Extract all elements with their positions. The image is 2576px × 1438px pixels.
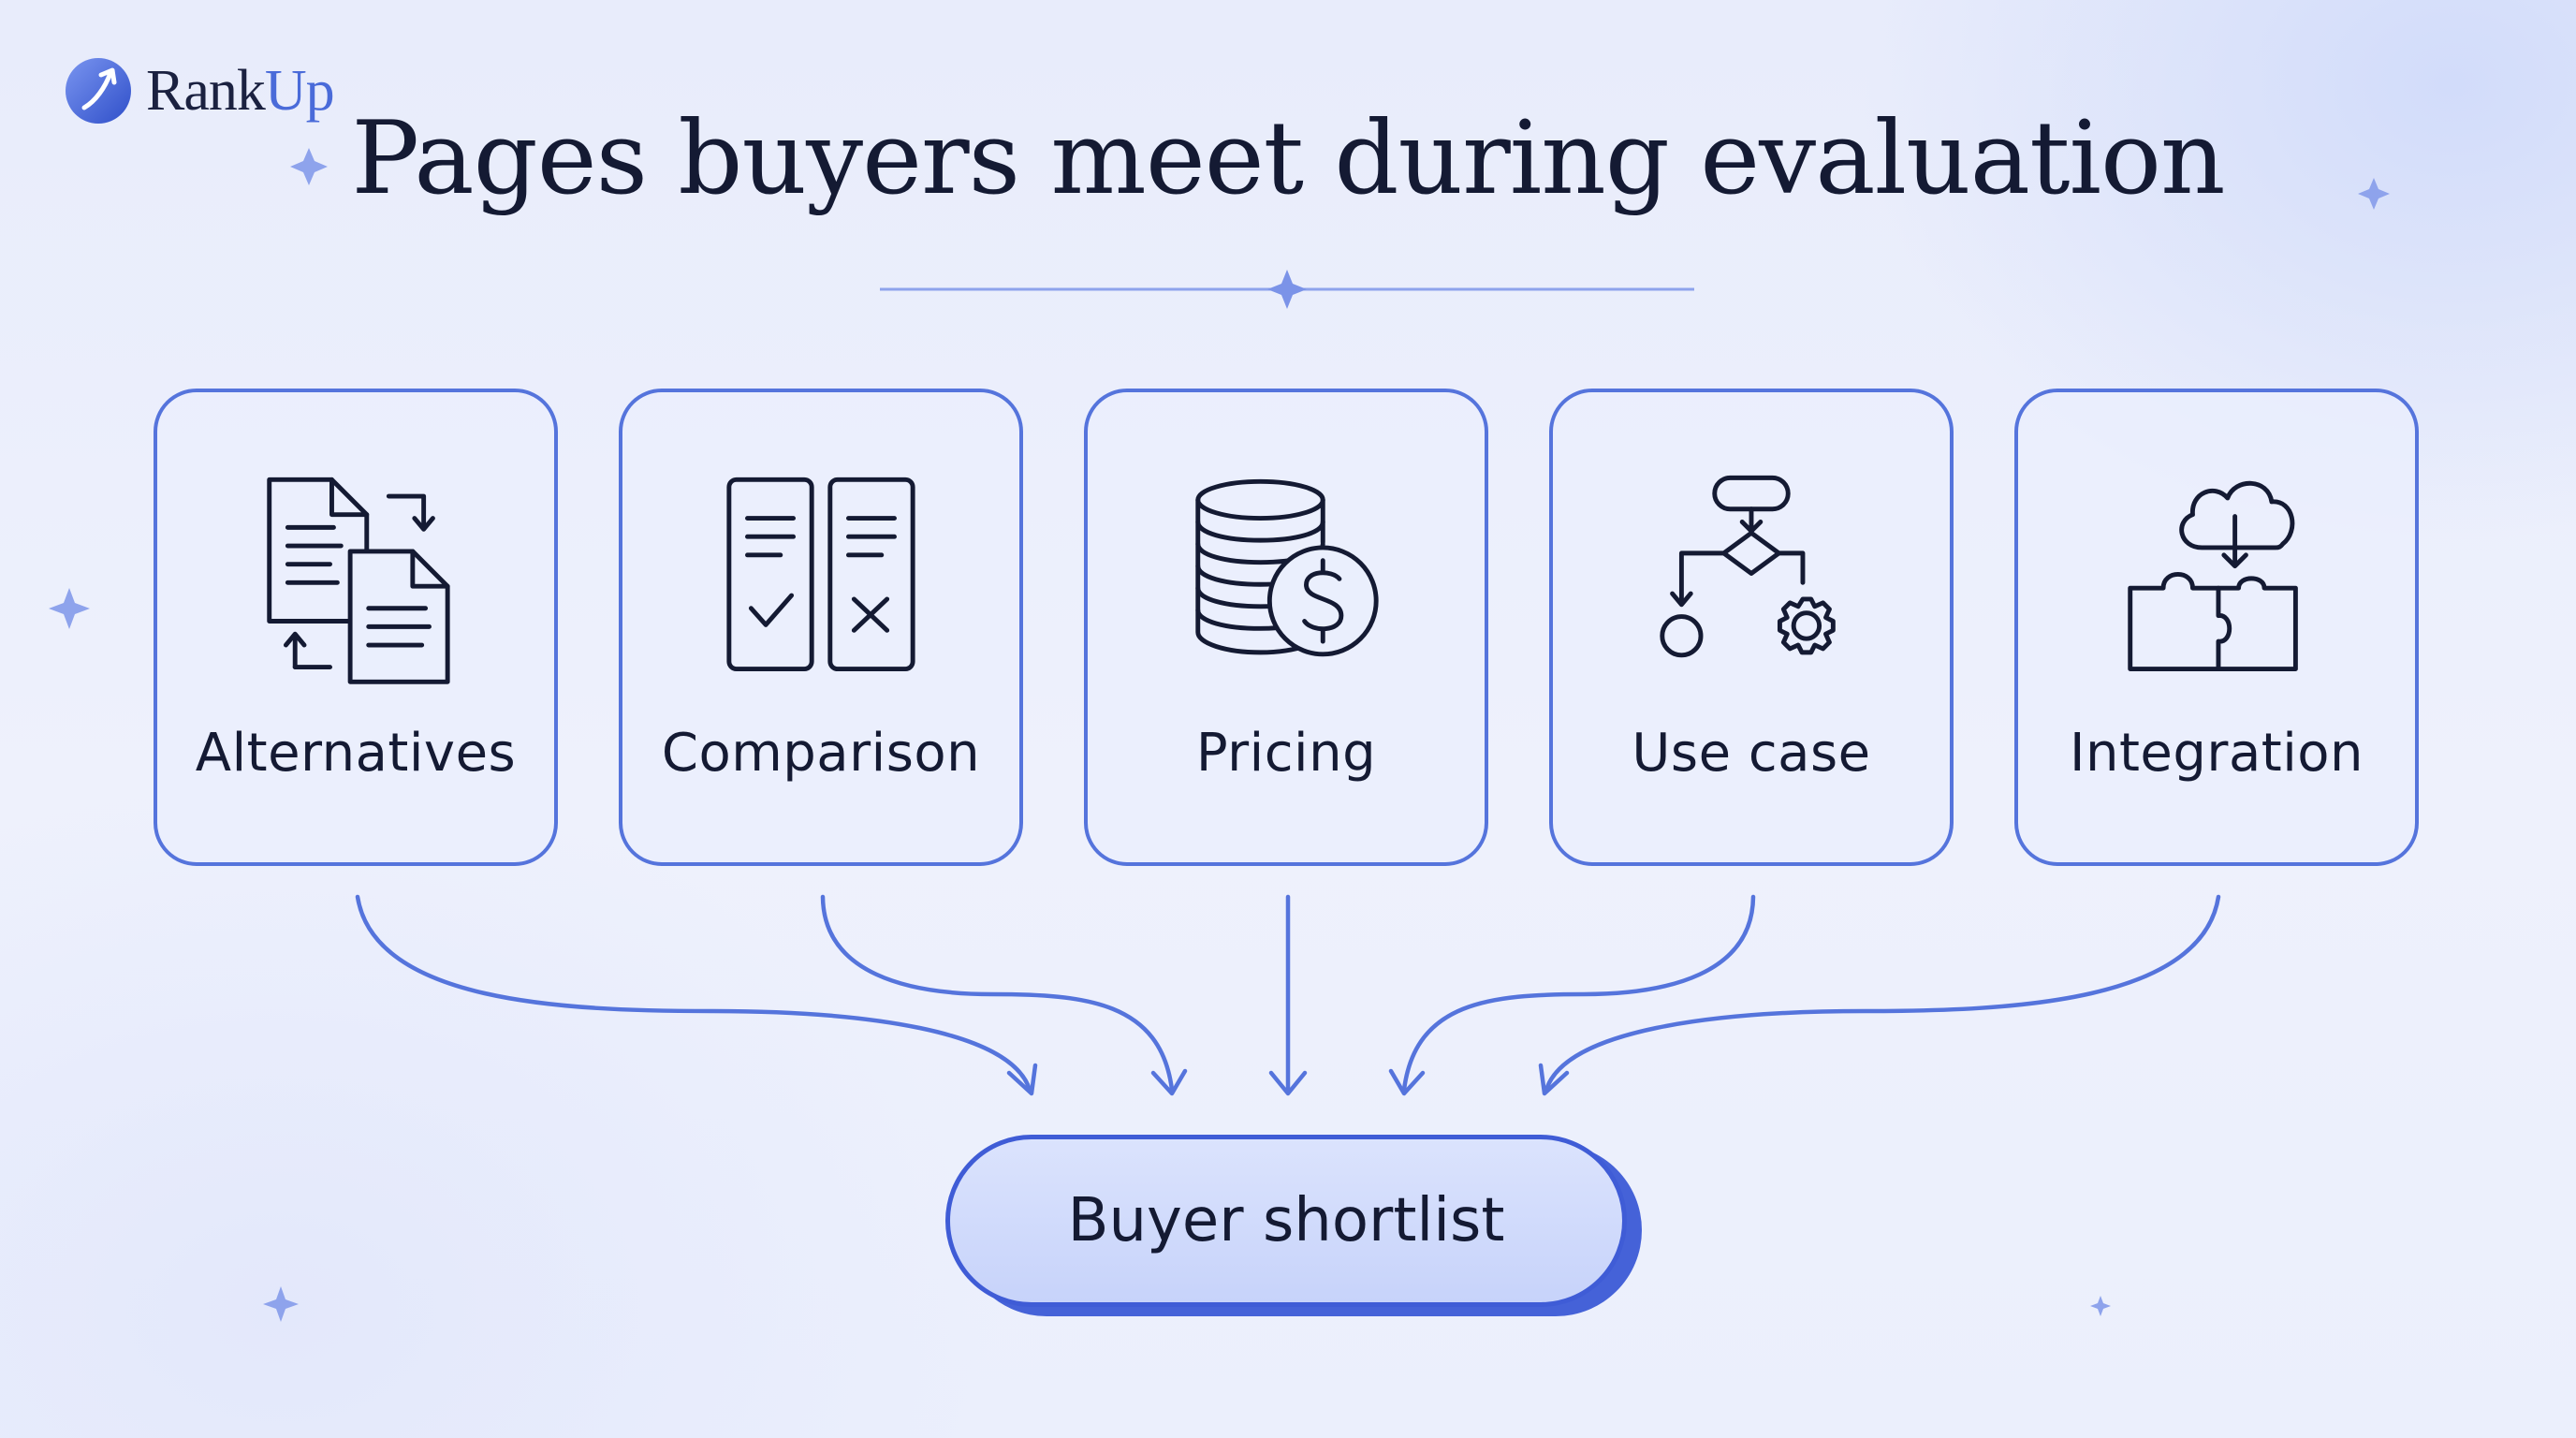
buyer-shortlist-label: Buyer shortlist — [1067, 1186, 1505, 1255]
card-label: Use case — [1632, 723, 1871, 784]
card-alternatives[interactable]: Alternatives — [154, 389, 558, 866]
sparkle-icon — [49, 588, 90, 629]
card-comparison[interactable]: Comparison — [619, 389, 1023, 866]
brand-logo[interactable]: RankUp — [64, 56, 335, 125]
card-pricing[interactable]: Pricing — [1084, 389, 1488, 866]
compare-checklist-icon — [726, 477, 915, 671]
arrow-from-integration — [1544, 894, 2221, 1093]
card-label: Integration — [2069, 723, 2364, 784]
divider-sparkle-icon — [1267, 270, 1307, 309]
sparkle-icon — [290, 148, 328, 185]
arrowhead-icon — [1538, 1063, 1570, 1096]
buyer-shortlist-node[interactable]: Buyer shortlist — [945, 1135, 1627, 1307]
flowchart-gear-icon — [1660, 475, 1836, 658]
arrowhead-icon — [1150, 1068, 1188, 1096]
page-title: Pages buyers meet during evaluation — [351, 100, 2225, 217]
card-label: Comparison — [661, 723, 981, 784]
rankup-logo-icon — [66, 58, 131, 124]
cloud-puzzle-icon — [2128, 480, 2298, 671]
arrow-from-alternatives — [355, 894, 1032, 1093]
arrowhead-icon — [1388, 1068, 1426, 1096]
arrow-from-use-case — [1401, 894, 1756, 1093]
swap-documents-icon — [267, 477, 450, 684]
card-label: Pricing — [1195, 723, 1377, 784]
arrow-from-comparison — [820, 894, 1175, 1093]
brand-name: RankUp — [146, 59, 335, 123]
sparkle-icon — [2358, 178, 2390, 210]
card-use-case[interactable]: Use case — [1549, 389, 1954, 866]
arrowhead-icon — [1268, 1070, 1308, 1096]
card-integration[interactable]: Integration — [2014, 389, 2419, 866]
sparkle-icon — [2090, 1296, 2111, 1316]
card-label: Alternatives — [195, 723, 517, 784]
sparkle-icon — [263, 1286, 299, 1322]
coins-dollar-icon — [1195, 478, 1379, 657]
arrowhead-icon — [1006, 1063, 1038, 1096]
